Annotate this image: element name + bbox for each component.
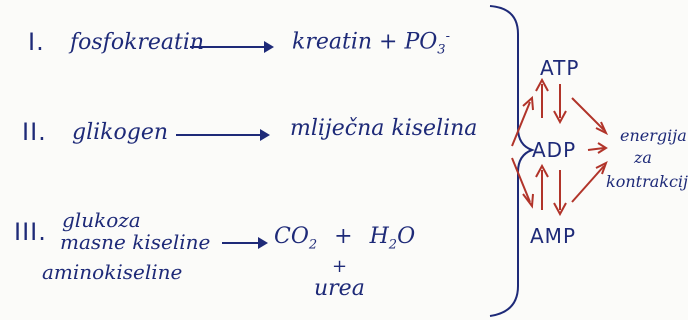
label-adp: ADP <box>532 138 577 162</box>
subscript-3: 3 <box>437 42 446 58</box>
substrate-glycogen: glikogen <box>72 120 169 145</box>
product-co2-h2o: CO2 + H2O <box>274 224 416 253</box>
arrow-brace-to-amp <box>511 157 531 203</box>
numeral-2: II. <box>22 118 47 146</box>
arrow-atp-to-energy <box>571 97 605 131</box>
reaction-arrow-3 <box>222 237 268 249</box>
h2o-subscript: 2 <box>388 237 398 253</box>
arrow-adp-to-energy <box>587 147 605 151</box>
arrow-brace-to-atp <box>511 101 531 147</box>
curly-brace <box>489 5 535 317</box>
product-creatine-phosphate: kreatin + PO3- <box>292 29 450 58</box>
charge-mark: - <box>445 29 450 44</box>
product-urea: urea <box>314 276 365 301</box>
product-lactic-acid: mliječna kiselina <box>290 116 478 141</box>
substrate-glucose: glukoza <box>62 208 141 232</box>
reaction-arrow-2 <box>176 129 270 141</box>
co2-subscript: 2 <box>308 237 318 253</box>
substrate-fatty-acids: masne kiseline <box>60 230 211 254</box>
energy-label-line1: energija <box>620 126 687 145</box>
label-atp: ATP <box>540 56 580 80</box>
arrow-amp-to-energy <box>571 165 605 203</box>
numeral-1: I. <box>28 28 45 56</box>
label-amp: AMP <box>530 224 576 248</box>
numeral-3: III. <box>14 218 47 246</box>
energy-label-line2: za <box>634 148 652 167</box>
energy-label-line3: kontrakciju <box>606 172 688 191</box>
reaction-arrow-1 <box>190 41 274 53</box>
substrate-amino-acids: aminokiseline <box>42 260 183 284</box>
product-plus-urea: + <box>332 256 348 277</box>
substrate-phosphocreatine: fosfokreatin <box>70 30 205 55</box>
